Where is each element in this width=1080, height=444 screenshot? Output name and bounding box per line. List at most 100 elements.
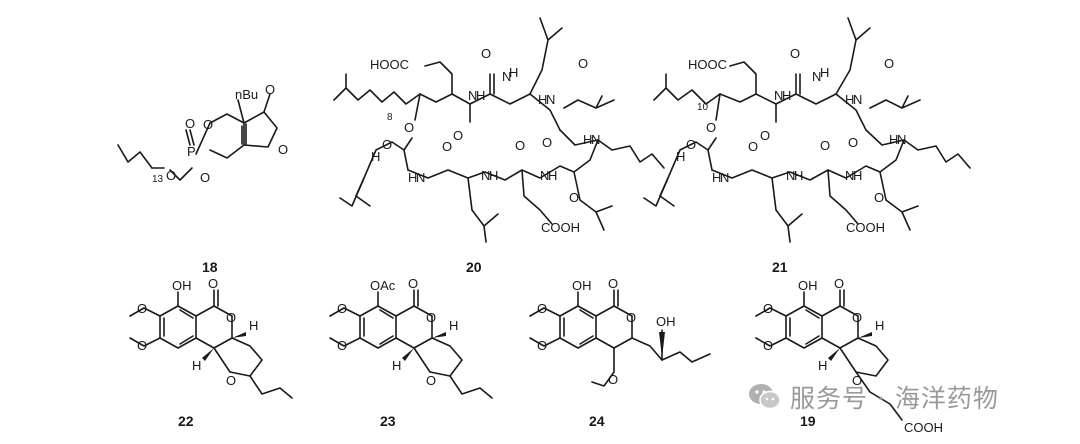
atom-O: O <box>200 170 210 185</box>
atom-O: O <box>426 310 436 325</box>
atom-O: O <box>608 276 618 291</box>
atom-H: H <box>853 168 862 183</box>
atom-O: O <box>537 301 547 316</box>
atom-H: H <box>408 170 417 185</box>
atom-O: O <box>382 137 392 152</box>
atom-N: N <box>481 168 490 183</box>
atom-O: O <box>203 117 213 132</box>
structure-20: HOOC O N H N H O H N O O O H N O H H N O… <box>643 17 971 275</box>
atom-H: H <box>392 358 401 373</box>
atom-O: O <box>569 190 579 205</box>
atom-H: H <box>489 168 498 183</box>
atom-H: H <box>449 318 458 333</box>
atom-O: O <box>790 46 800 61</box>
atom-O: O <box>442 139 452 154</box>
atom-N: N <box>897 132 906 147</box>
compound-label-23: 24 <box>589 413 605 429</box>
atom-O: O <box>453 128 463 143</box>
atom-N: N <box>720 170 729 185</box>
atom-O: O <box>763 338 773 353</box>
atom-O: O <box>208 276 218 291</box>
structure-19: HOOC O N H N H O H N O O O H N O H H N O… <box>333 17 665 275</box>
subscript-10: 10 <box>697 102 709 113</box>
atom-OH: OH <box>172 278 192 293</box>
atom-N: N <box>468 88 477 103</box>
atom-N: N <box>416 170 425 185</box>
atom-O: O <box>578 56 588 71</box>
atom-N: N <box>546 92 555 107</box>
subscript-13: 13 <box>152 174 164 185</box>
atom-H: H <box>371 149 380 164</box>
atom-O: O <box>820 138 830 153</box>
atom-O: O <box>481 46 491 61</box>
atom-O: O <box>137 301 147 316</box>
atom-COOH: COOH <box>904 420 943 435</box>
atom-H: H <box>820 65 829 80</box>
atom-O: O <box>137 338 147 353</box>
atom-N: N <box>591 132 600 147</box>
atom-O: O <box>337 338 347 353</box>
atom-COOH: COOH <box>846 220 885 235</box>
watermark: 服务号 · 海洋药物 <box>748 380 999 414</box>
compound-label-20: 21 <box>772 259 788 275</box>
atom-O: O <box>337 301 347 316</box>
atom-O: O <box>226 310 236 325</box>
atom-O: O <box>404 120 414 135</box>
atom-O: O <box>884 56 894 71</box>
atom-H: H <box>676 149 685 164</box>
atom-O: O <box>748 139 758 154</box>
atom-O: O <box>408 276 418 291</box>
atom-O: O <box>760 128 770 143</box>
compound-label-24: 19 <box>800 413 816 429</box>
atom-O: O <box>852 373 862 388</box>
atom-N: N <box>540 168 549 183</box>
structure-22: OAc O O H H O O O 23 <box>329 276 493 429</box>
atom-O: O <box>185 116 195 131</box>
atom-O: O <box>515 138 525 153</box>
atom-O: O <box>626 310 636 325</box>
atom-O: O <box>686 137 696 152</box>
atom-H: H <box>889 132 898 147</box>
atom-H: H <box>818 358 827 373</box>
atom-O: O <box>763 301 773 316</box>
compound-label-22: 23 <box>380 413 396 429</box>
atom-O: O <box>852 310 862 325</box>
atom-N: N <box>812 69 821 84</box>
atom-COOH: COOH <box>541 220 580 235</box>
atom-H: H <box>476 88 485 103</box>
atom-H: H <box>875 318 884 333</box>
atom-N: N <box>774 88 783 103</box>
atom-O: O <box>278 142 288 157</box>
atom-H: H <box>192 358 201 373</box>
atom-O: O <box>426 373 436 388</box>
atom-H: H <box>782 88 791 103</box>
atom-HOOC: HOOC <box>688 57 727 72</box>
atom-H: H <box>509 65 518 80</box>
compound-label-19: 20 <box>466 259 482 275</box>
compound-label-18: 18 <box>202 259 218 275</box>
atom-O: O <box>608 372 618 387</box>
atom-O: O <box>848 135 858 150</box>
atom-O: O <box>874 190 884 205</box>
atom-H: H <box>583 132 592 147</box>
atom-OH: OH <box>798 278 818 293</box>
atom-N: N <box>502 69 511 84</box>
atom-OH: OH <box>656 314 676 329</box>
wechat-icon <box>749 384 781 410</box>
atom-O: O <box>226 373 236 388</box>
compound-label-21: 22 <box>178 413 194 429</box>
atom-H: H <box>538 92 547 107</box>
atom-N: N <box>853 92 862 107</box>
atom-nBu: nBu <box>235 87 258 102</box>
atom-HOOC: HOOC <box>370 57 409 72</box>
atom-H: H <box>845 92 854 107</box>
subscript-8: 8 <box>387 112 393 123</box>
atom-O: O <box>265 82 275 97</box>
structure-24: OH O O H H O O O COOH 19 <box>755 276 943 435</box>
structure-21: OH O O H H O O O 22 <box>129 276 293 429</box>
atom-N: N <box>845 168 854 183</box>
atom-OAc: OAc <box>370 278 396 293</box>
atom-H: H <box>712 170 721 185</box>
atom-O: O <box>542 135 552 150</box>
